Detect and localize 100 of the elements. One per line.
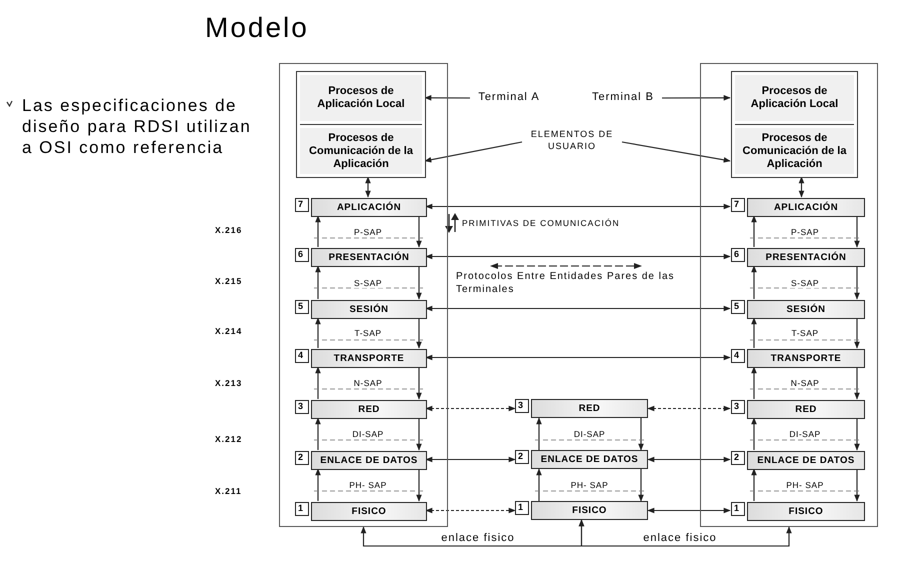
layer-box: FISICO: [531, 501, 648, 520]
edge-label: DI-SAP: [787, 429, 823, 439]
arrow: [425, 204, 731, 210]
arrow: [751, 265, 757, 299]
edge-label: PH- SAP: [347, 480, 389, 490]
arrow: [425, 508, 516, 514]
arrow: [854, 318, 860, 349]
arrow: [638, 469, 644, 502]
layer-box: ENLACE DE DATOS: [531, 450, 648, 469]
arrow: [647, 508, 731, 514]
process-label: Procesos de Comunicación de la Aplicación: [300, 128, 422, 174]
edge-label: T-SAP: [352, 328, 384, 338]
layer-number: 1: [731, 502, 745, 516]
layer-number: 3: [295, 400, 309, 414]
arrow: [662, 95, 731, 101]
arrow: [425, 254, 731, 260]
arrow: [751, 317, 757, 348]
edge-label: S-SAP: [352, 278, 384, 288]
arrow: [536, 417, 542, 450]
layer-number: 7: [731, 198, 745, 212]
layer-number: 5: [731, 300, 745, 314]
layer-number: 2: [731, 451, 745, 465]
arrow: [425, 406, 516, 412]
layer-number: 6: [731, 248, 745, 262]
layer-box: FISICO: [747, 502, 865, 521]
layer-number: 4: [295, 349, 309, 363]
arrow: [854, 418, 860, 451]
arrow: [416, 318, 422, 349]
layer-box: RED: [531, 399, 648, 418]
arrow: [578, 519, 792, 547]
layer-number: 1: [515, 501, 529, 515]
arrow: [647, 456, 731, 462]
stack-frame: [700, 63, 878, 527]
arrow: [315, 468, 321, 501]
edge-label: P-SAP: [352, 226, 384, 236]
edge-label: S-SAP: [789, 278, 821, 288]
layer-box: APLICACIÓN: [747, 198, 865, 217]
edge-label: DI-SAP: [350, 429, 386, 439]
arrow: [425, 306, 731, 312]
layer-box: SESIÓN: [311, 300, 427, 319]
layer-box: ENLACE DE DATOS: [311, 451, 427, 470]
arrow: [751, 366, 757, 399]
layer-number: 3: [731, 400, 745, 414]
arrow: [798, 176, 804, 198]
arrow: [315, 366, 321, 399]
standard-label: X.214: [215, 326, 244, 336]
layer-number: 2: [515, 450, 529, 464]
note-label: PRIMITIVAS DE COMUNICACIÓN: [462, 218, 621, 228]
arrow: [315, 417, 321, 450]
standard-label: X.215: [215, 276, 244, 286]
arrow: [315, 215, 321, 247]
process-box: [296, 71, 426, 178]
arrow: [854, 367, 860, 400]
edge-label: DI-SAP: [572, 429, 608, 439]
process-label: Procesos de Aplicación Local: [735, 75, 854, 121]
arrow: [638, 418, 644, 451]
layer-box: SESIÓN: [747, 300, 865, 319]
arrow: [751, 215, 757, 247]
layer-box: PRESENTACIÓN: [747, 248, 865, 267]
callout-text: Terminal B: [584, 91, 662, 105]
process-label: Procesos de Comunicación de la Aplicación: [735, 128, 854, 174]
layer-box: ENLACE DE DATOS: [747, 451, 865, 470]
standard-label: X.212: [215, 434, 244, 444]
callout-text: ELEMENTOS DE USUARIO: [522, 128, 622, 156]
arrow: [416, 418, 422, 451]
arrow: [751, 468, 757, 501]
edge-label: PH- SAP: [784, 480, 826, 490]
edge-label: N-SAP: [352, 378, 384, 388]
process-label: Procesos de Aplicación Local: [300, 75, 422, 121]
arrow: [315, 317, 321, 348]
layer-number: 3: [515, 399, 529, 413]
callout-text: Terminal A: [470, 91, 548, 105]
layer-box: RED: [747, 400, 865, 419]
edge-label: P-SAP: [789, 226, 821, 236]
arrow: [416, 367, 422, 400]
standard-label: X.216: [215, 225, 244, 235]
layer-box: APLICACIÓN: [311, 198, 427, 217]
arrow: [425, 456, 516, 462]
layer-number: 4: [731, 349, 745, 363]
title: Modelo: [205, 12, 309, 44]
arrow: [751, 417, 757, 450]
arrow: [365, 176, 371, 198]
layer-number: 5: [295, 300, 309, 314]
arrow: [315, 265, 321, 299]
layer-number: 7: [295, 198, 309, 212]
edge-label: T-SAP: [789, 328, 821, 338]
arrow: [854, 266, 860, 300]
arrow: [647, 406, 731, 412]
layer-box: TRANSPORTE: [311, 349, 427, 368]
bullet-text: Las especificaciones de diseño para RDSI utilizan a OSI como referencia: [22, 95, 252, 158]
arrow: [854, 469, 860, 502]
arrow: [425, 354, 731, 360]
layer-box: RED: [311, 400, 427, 419]
edge-label: PH- SAP: [568, 480, 610, 490]
layer-number: 2: [295, 451, 309, 465]
standard-label: X.213: [215, 378, 244, 388]
arrow: [424, 141, 522, 162]
layer-number: 6: [295, 248, 309, 262]
arrow: [622, 141, 731, 163]
arrow: [416, 266, 422, 300]
